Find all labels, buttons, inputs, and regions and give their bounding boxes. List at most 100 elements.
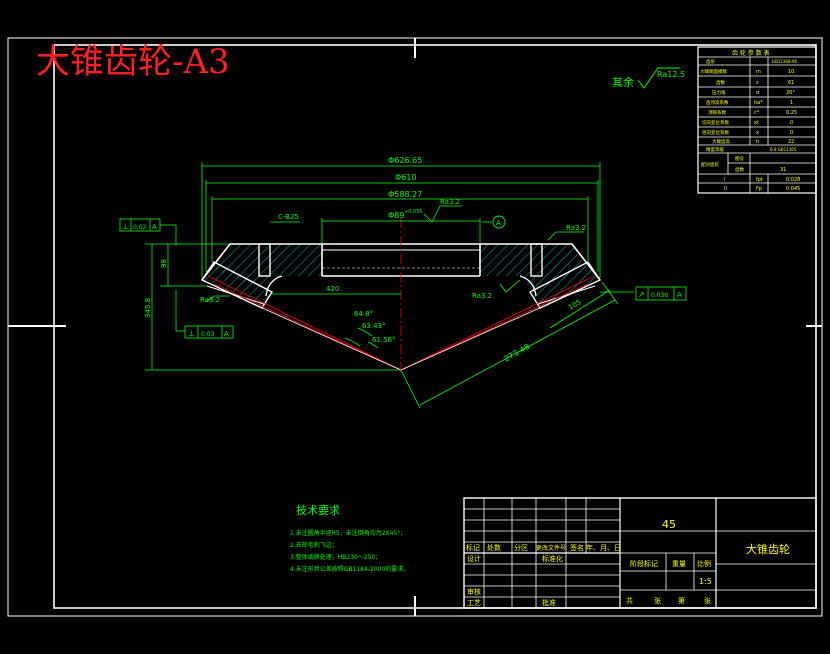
tol-left-top-val: 0.02 xyxy=(133,224,147,231)
tech-requirements: 技术要求 1.未注圆角半径R5，未注倒角均为2X45°； 2.去除毛刺飞边； 3… xyxy=(290,504,409,573)
param-row-name: 齿顶高系数 xyxy=(706,99,729,106)
param-row-name: 齿数 xyxy=(716,79,725,86)
drawing-frame xyxy=(7,37,823,617)
sheet-no-unit: 张 xyxy=(704,596,711,605)
param-row-name: 顶隙系数 xyxy=(708,109,726,116)
bottom-row-value: 0.028 xyxy=(786,177,800,183)
param-row-value: 0 xyxy=(790,120,793,126)
tech-req-item: 3.整体调质处理，HB230～250； xyxy=(290,553,381,561)
tol-left-top-sym: ⊥ xyxy=(122,222,129,231)
role-standardization: 标准化 xyxy=(542,554,563,563)
tol-right xyxy=(635,286,687,301)
change-col: 处数 xyxy=(487,543,501,552)
tol-left-bottom-sym: ⊥ xyxy=(188,329,195,338)
param-table: 齿 轮 参 数 表 齿形 GB12368-90 大端端面模数 m 10 齿数 z… xyxy=(700,49,800,192)
dimensions xyxy=(145,162,634,409)
datum-a: A xyxy=(482,215,506,229)
change-col: 标记 xyxy=(466,543,480,552)
tech-req-item: 4.未注形状公差按照GB1184-2000的要求。 xyxy=(290,565,409,573)
param-row-name: 切向变位系数 xyxy=(702,119,729,126)
dim-left-h2: 345.8 xyxy=(144,298,152,318)
param-row-value: 1 xyxy=(790,100,793,106)
dim-ang1: 64.8° xyxy=(354,310,373,318)
param-row-value: 22 xyxy=(788,139,794,145)
dim-ra-bottom: Ra3.2 xyxy=(472,292,492,300)
param-row-value: 0.25 xyxy=(786,110,797,116)
tol-left-bottom xyxy=(184,325,234,339)
sheet-total-label: 共 xyxy=(626,596,633,605)
change-col: 签名 xyxy=(570,543,584,552)
tol-right-sym: ↗ xyxy=(638,290,645,299)
mesh-row-value: 31 xyxy=(780,167,786,173)
dim-ra-left: Ra3.2 xyxy=(200,296,220,304)
mesh-row-label: 齿数 xyxy=(735,166,744,173)
datum-a-label: A xyxy=(496,219,501,227)
bottom-row-sym: fpt xyxy=(756,177,763,183)
param-row-name: 大端端面模数 xyxy=(700,68,727,75)
roughness-note: 其余 Ra12.5 xyxy=(612,67,685,89)
title-block-grid xyxy=(463,497,817,609)
bottom-row-group: II xyxy=(724,186,727,192)
param-row-name: 压力角 xyxy=(712,89,726,96)
dim-ang2: 63.43° xyxy=(362,322,386,330)
param-row-value: 0 xyxy=(790,130,793,136)
param-row-value: 61 xyxy=(788,80,794,86)
tech-req-title: 技术要求 xyxy=(296,504,340,517)
bottom-row-sym: Fp xyxy=(756,186,762,192)
dim-keyway: C-B25 xyxy=(278,213,299,221)
role-approve: 批准 xyxy=(542,598,556,607)
param-row-value: 8-8 GB11365 xyxy=(770,147,797,152)
sheet-no-label: 第 xyxy=(678,596,685,605)
param-table-header: 齿 轮 参 数 表 xyxy=(732,49,770,57)
dim-ra-right: Ra3.2 xyxy=(566,224,586,232)
param-row-sym: h xyxy=(756,139,759,145)
param-row-name: 精度等级 xyxy=(706,146,724,153)
mesh-label: 配对齿轮 xyxy=(701,161,719,168)
dim-ang3: 61.56° xyxy=(372,336,396,344)
role-process: 工艺 xyxy=(467,599,481,607)
roughness-value: Ra12.5 xyxy=(657,70,685,79)
param-table-grid xyxy=(697,46,817,194)
tol-right-ref: A xyxy=(677,291,682,299)
param-row-sym: c* xyxy=(754,110,760,116)
change-col: 更改文件号 xyxy=(536,544,566,552)
change-col: 分区 xyxy=(514,543,528,552)
material: 45 xyxy=(662,518,676,531)
param-row-sym: x xyxy=(756,130,759,136)
bottom-row-value: 0.045 xyxy=(786,186,800,192)
sheet-total-unit: 张 xyxy=(654,596,661,605)
role-review: 审核 xyxy=(467,587,481,596)
param-row-value: GB12368-90 xyxy=(772,59,798,64)
dim-d-outer: Φ626.65 xyxy=(388,156,422,165)
tech-req-item: 2.去除毛刺飞边； xyxy=(290,541,338,549)
weight-label: 重量 xyxy=(672,560,686,568)
param-row-sym: m xyxy=(756,69,761,75)
dim-bore-tol: +0.035 xyxy=(404,209,423,215)
part-name: 大锥齿轮 xyxy=(746,542,790,556)
param-row-name: 径向变位系数 xyxy=(702,129,729,136)
param-row-name: 齿形 xyxy=(706,58,715,65)
dim-d-face: Φ588.27 xyxy=(388,190,422,199)
tol-left-top xyxy=(119,218,161,232)
param-row-value: 20° xyxy=(786,90,795,96)
param-row-sym: ha* xyxy=(754,100,763,106)
tol-left-bottom-val: 0.03 xyxy=(201,331,215,338)
dim-d-bore: Φ89 xyxy=(388,211,404,220)
title-block: 45 大锥齿轮 标记 处数 分区 更改文件号 签名 年、月、日 设计 标准化 审… xyxy=(466,518,790,607)
scale-value: 1:5 xyxy=(699,577,712,586)
param-row-value: 10 xyxy=(788,69,794,75)
tol-left-bottom-ref: A xyxy=(224,330,229,338)
role-design: 设计 xyxy=(467,554,481,563)
param-row-sym: α xyxy=(756,90,760,96)
dim-left-h1: 98 xyxy=(160,259,168,268)
dim-hub-len: 420 xyxy=(326,285,339,293)
roughness-label: 其余 xyxy=(612,75,634,89)
param-row-sym: z xyxy=(756,80,759,86)
param-row-name: 大端齿高 xyxy=(712,138,730,145)
dim-ra-bore: Ra3.2 xyxy=(440,198,460,206)
gear-section xyxy=(200,218,602,372)
bottom-row-group: I xyxy=(724,177,725,183)
change-col: 年、月、日 xyxy=(586,543,621,552)
tol-left-top-ref: A xyxy=(152,223,157,231)
